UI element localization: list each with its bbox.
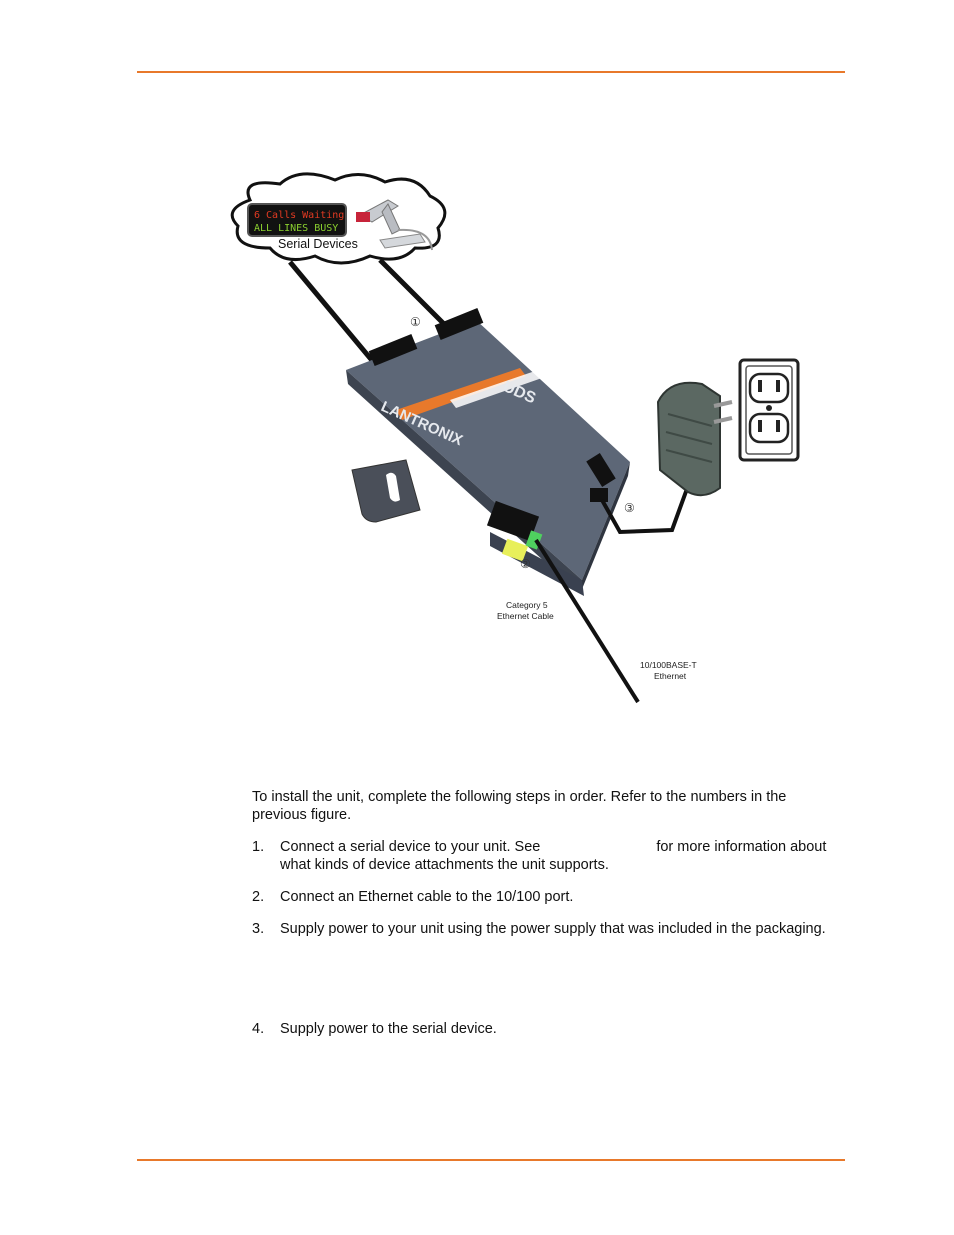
network-label-line-2: Ethernet [654,671,687,681]
step-text: Supply power to your unit using the powe… [280,921,826,937]
footer-rule [137,1159,845,1161]
cable-label-line-1: Category 5 [506,600,548,610]
cloud-label: Serial Devices [278,237,358,251]
network-label-line-1: 10/100BASE-T [640,660,697,670]
step-text: Connect a serial device to your unit. Se… [280,839,827,873]
step-number: 3. [252,921,265,937]
sign-line-2: ALL LINES BUSY [254,223,338,234]
mounting-bracket [351,459,421,523]
intro-paragraph: To install the unit, complete the follow… [252,789,787,823]
marker-3: ③ [624,501,635,515]
step-number: 4. [252,1021,265,1037]
step-text: Supply power to the serial device. [280,1021,497,1037]
sign-line-1: 6 Calls Waiting [254,210,344,221]
power-adapter-icon [656,381,733,497]
step-text: Connect an Ethernet cable to the 10/100 … [280,889,574,905]
step-number: 2. [252,889,265,905]
serial-cable-1 [288,260,382,372]
barcode-scanner-icon [356,199,433,251]
step-number: 1. [252,839,265,855]
ethernet-cable [534,538,640,704]
led-sign-icon: 6 Calls Waiting ALL LINES BUSY [247,203,347,237]
uds-device: LANTRONIX UDS [346,307,630,596]
installation-figure: 6 Calls Waiting ALL LINES BUSY Serial De… [220,170,820,740]
wall-outlet-icon [738,358,800,462]
cable-label-line-2: Ethernet Cable [497,611,554,621]
marker-2: ② [520,557,531,571]
header-rule [137,71,845,73]
mounting-slot [386,472,400,502]
marker-1: ① [410,315,421,329]
power-cable [600,485,690,535]
